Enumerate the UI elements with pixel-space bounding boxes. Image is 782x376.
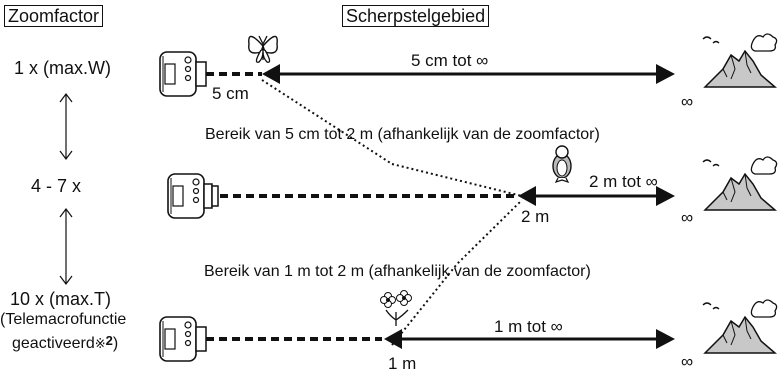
mountain-icon-row2 (702, 156, 778, 211)
zoom-label-wide: 1 x (max.W) (14, 58, 111, 78)
double-arrow-row2 (518, 186, 675, 206)
infinity-row1: ∞ (681, 92, 694, 111)
range-note-2: Bereik van 1 m tot 2 m (afhankelijk van … (204, 263, 591, 280)
near-label-row1: 5 cm (212, 84, 249, 103)
range-label-row3: 1 m tot ∞ (494, 317, 563, 336)
infinity-row2: ∞ (681, 208, 694, 227)
penguin-icon (552, 145, 572, 184)
mountain-icon-row1 (702, 33, 778, 88)
near-label-row3: 1 m (388, 354, 417, 373)
zoom-label-tele-sub1: (Telemacrofunctie (0, 311, 127, 328)
zoom-factor-header: Zoomfactor (4, 5, 104, 27)
zoom-label-mid: 4 - 7 x (31, 176, 82, 196)
zoom-arrow-2 (59, 208, 73, 285)
mountain-icon-row3 (702, 299, 778, 354)
zoom-arrow-1 (59, 93, 73, 160)
camera-icon-row2 (167, 173, 219, 219)
double-arrow-row1 (262, 64, 675, 84)
range-label-row1: 5 cm tot ∞ (411, 51, 489, 70)
camera-icon-row1 (159, 51, 207, 97)
dotted-guide-1 (261, 79, 523, 197)
camera-icon-row3 (159, 316, 207, 362)
range-note-1: Bereik van 5 cm tot 2 m (afhankelijk van… (205, 126, 600, 143)
near-label-row2: 2 m (521, 207, 550, 226)
double-arrow-row3 (384, 329, 675, 349)
zoom-label-tele: 10 x (max.T) (10, 289, 112, 309)
flower-icon (380, 290, 412, 326)
butterfly-icon (248, 35, 278, 63)
infinity-row3: ∞ (681, 352, 694, 371)
zoom-label-tele-sub2: geactiveerd※2) (12, 333, 119, 352)
focus-area-header: Scherpstelgebied (342, 5, 490, 27)
range-label-row2: 2 m tot ∞ (589, 172, 658, 191)
dotted-guide-2 (391, 199, 523, 346)
